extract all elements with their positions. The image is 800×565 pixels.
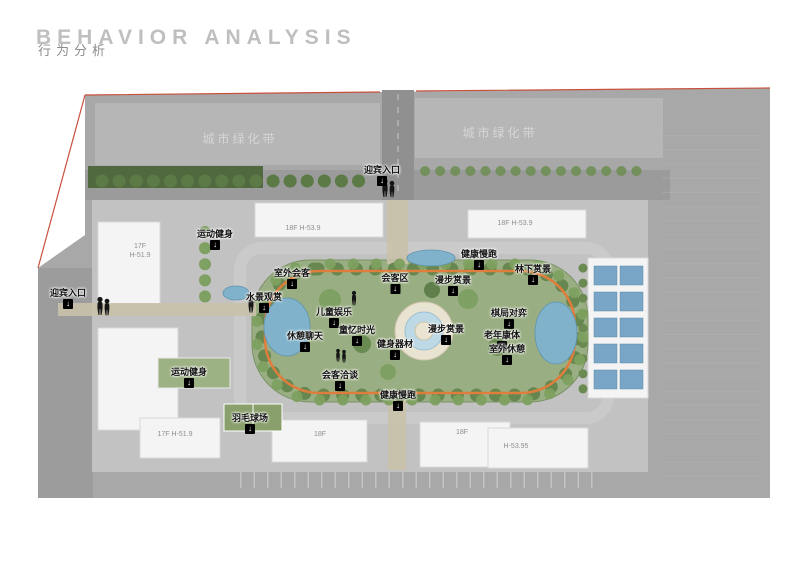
trees bbox=[95, 166, 655, 406]
page-title: BEHAVIOR ANALYSIS bbox=[36, 26, 357, 50]
parking-markings bbox=[240, 135, 762, 488]
central-plaza bbox=[394, 301, 454, 361]
blue-panels bbox=[593, 265, 644, 390]
water-features bbox=[222, 249, 578, 365]
page-subtitle: 行为分析 bbox=[38, 43, 111, 58]
